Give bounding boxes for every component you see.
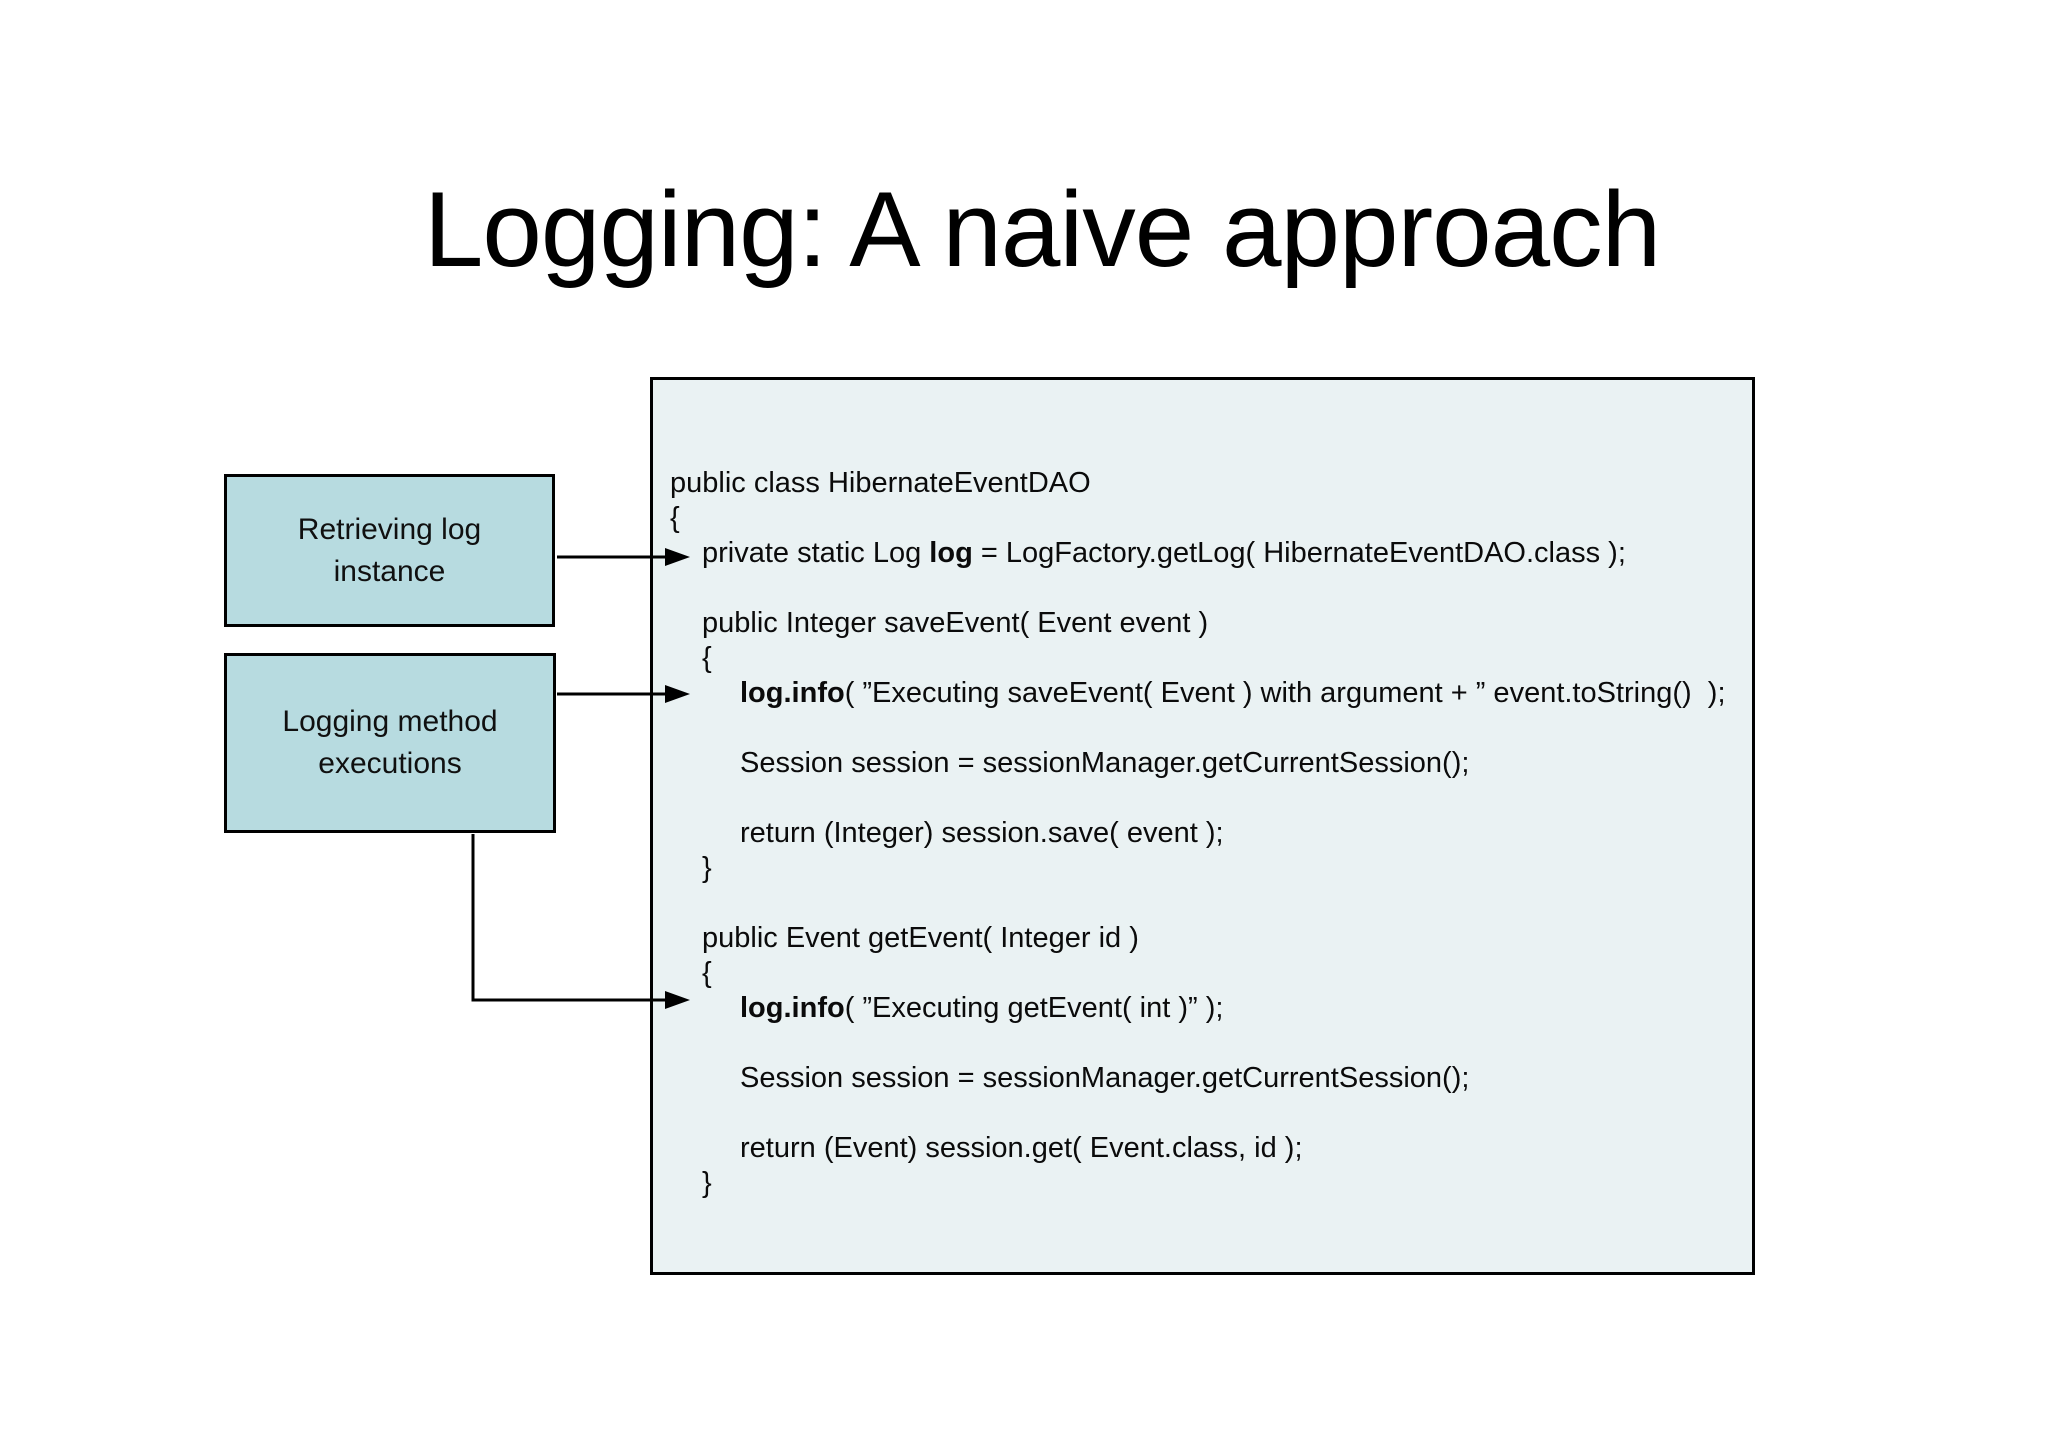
label-box-retrieving-log-instance: Retrieving log instance <box>224 474 555 627</box>
code-segment: { <box>670 502 680 534</box>
page-title: Logging: A naive approach <box>423 169 1661 289</box>
code-blank-line <box>670 781 1742 816</box>
code-segment: } <box>702 852 712 884</box>
code-line: public class HibernateEventDAO <box>670 466 1742 501</box>
code-blank-line <box>670 1096 1742 1131</box>
code-segment: ( ”Executing saveEvent( Event ) with arg… <box>844 677 1726 709</box>
code-blank-line <box>670 1026 1742 1061</box>
code-line: private static Log log = LogFactory.getL… <box>670 536 1742 571</box>
code-segment: { <box>702 642 712 674</box>
code-listing: public class HibernateEventDAO{private s… <box>653 380 1752 1272</box>
code-segment: log <box>929 537 973 569</box>
label-text-retrieving-log-instance: Retrieving log instance <box>297 512 482 588</box>
label-box-logging-method-executions: Logging method executions <box>224 653 556 833</box>
code-line: } <box>670 851 1742 886</box>
code-segment: return (Integer) session.save( event ); <box>740 817 1224 849</box>
code-segment: Session session = sessionManager.getCurr… <box>740 747 1470 779</box>
code-segment: public Event getEvent( Integer id ) <box>702 922 1139 954</box>
code-line: Session session = sessionManager.getCurr… <box>670 746 1742 781</box>
code-line: log.info( ”Executing getEvent( int )” ); <box>670 991 1742 1026</box>
code-line: return (Integer) session.save( event ); <box>670 816 1742 851</box>
code-line: Session session = sessionManager.getCurr… <box>670 1061 1742 1096</box>
code-segment: log.info <box>740 992 845 1024</box>
code-box: public class HibernateEventDAO{private s… <box>650 377 1755 1275</box>
code-segment: ( ”Executing getEvent( int )” ); <box>844 992 1224 1024</box>
code-line: { <box>670 501 1742 536</box>
code-line: log.info( ”Executing saveEvent( Event ) … <box>670 676 1742 711</box>
code-line: { <box>670 641 1742 676</box>
code-line: public Integer saveEvent( Event event ) <box>670 606 1742 641</box>
code-segment: log.info <box>740 677 845 709</box>
code-blank-line <box>670 886 1742 921</box>
code-segment: { <box>702 957 712 989</box>
code-blank-line <box>670 571 1742 606</box>
code-segment: return (Event) session.get( Event.class,… <box>740 1132 1303 1164</box>
code-segment: Session session = sessionManager.getCurr… <box>740 1062 1470 1094</box>
code-line: public Event getEvent( Integer id ) <box>670 921 1742 956</box>
code-segment: public class HibernateEventDAO <box>670 467 1091 499</box>
code-segment: private static Log <box>702 537 930 569</box>
code-line: { <box>670 956 1742 991</box>
label-text-logging-method-executions: Logging method executions <box>282 705 498 780</box>
code-segment: } <box>702 1167 712 1199</box>
code-segment: = LogFactory.getLog( HibernateEventDAO.c… <box>972 537 1626 569</box>
code-blank-line <box>670 711 1742 746</box>
code-line: } <box>670 1166 1742 1201</box>
code-line: return (Event) session.get( Event.class,… <box>670 1131 1742 1166</box>
code-segment: public Integer saveEvent( Event event ) <box>702 607 1209 639</box>
